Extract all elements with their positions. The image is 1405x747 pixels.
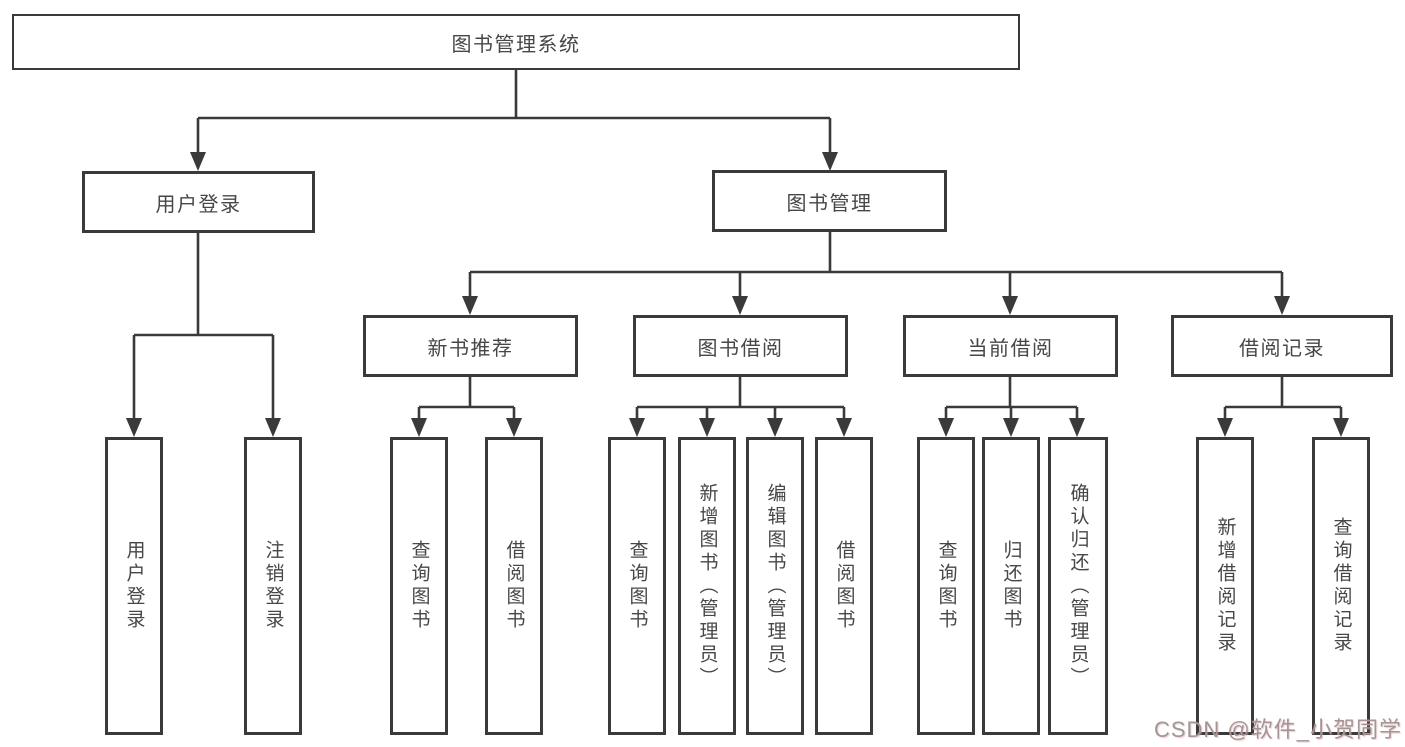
node-library-management-system: 图书管理系统 <box>12 14 1020 70</box>
connector-strokes <box>132 70 1343 420</box>
leaf-label: 确认归还（管理员） <box>1067 482 1089 690</box>
leaf-query-books-current: 查询图书 <box>917 437 975 735</box>
leaf-label: 查询图书 <box>935 540 957 632</box>
node-book-borrowing: 图书借阅 <box>633 315 848 377</box>
node-label: 当前借阅 <box>967 337 1054 360</box>
leaf-label: 查询图书 <box>408 540 430 632</box>
node-label: 图书管理 <box>786 192 873 215</box>
leaf-edit-books-admin: 编辑图书（管理员） <box>746 437 804 735</box>
node-new-book-recommendation: 新书推荐 <box>363 315 578 377</box>
node-label: 借阅记录 <box>1239 337 1325 360</box>
leaf-label: 查询借阅记录 <box>1330 517 1352 655</box>
leaf-add-books-admin: 新增图书（管理员） <box>678 437 736 735</box>
node-borrowing-records: 借阅记录 <box>1171 315 1393 377</box>
watermark-text: CSDN @软件_小贺同学 <box>1153 717 1402 742</box>
leaf-label: 用户登录 <box>123 540 145 632</box>
leaf-user-login: 用户登录 <box>105 437 163 735</box>
arrowheads <box>126 152 1349 437</box>
leaf-add-borrow-record: 新增借阅记录 <box>1196 437 1254 735</box>
leaf-logout: 注销登录 <box>244 437 302 735</box>
leaf-return-books: 归还图书 <box>982 437 1040 735</box>
node-current-borrowing: 当前借阅 <box>903 315 1118 377</box>
node-label: 新书推荐 <box>427 337 514 360</box>
leaf-query-books-recommend: 查询图书 <box>390 437 448 735</box>
node-label: 用户登录 <box>155 193 242 216</box>
node-label: 图书借阅 <box>697 337 784 360</box>
leaf-borrow-books-borrowing: 借阅图书 <box>815 437 873 735</box>
leaf-query-borrow-record: 查询借阅记录 <box>1312 437 1370 735</box>
leaf-label: 借阅图书 <box>503 540 525 632</box>
node-book-management: 图书管理 <box>712 170 947 232</box>
leaf-label: 注销登录 <box>262 540 284 632</box>
leaf-label: 新增图书（管理员） <box>696 482 718 690</box>
leaf-label: 借阅图书 <box>833 540 855 632</box>
leaf-label: 新增借阅记录 <box>1214 517 1236 655</box>
leaf-label: 查询图书 <box>626 540 648 632</box>
leaf-label: 归还图书 <box>1000 540 1022 632</box>
leaf-borrow-books-recommend: 借阅图书 <box>485 437 543 735</box>
leaf-confirm-return-admin: 确认归还（管理员） <box>1048 437 1108 735</box>
leaf-label: 编辑图书（管理员） <box>764 482 786 690</box>
node-label: 图书管理系统 <box>451 33 581 56</box>
node-user-login: 用户登录 <box>82 171 315 233</box>
leaf-query-books-borrowing: 查询图书 <box>608 437 666 735</box>
